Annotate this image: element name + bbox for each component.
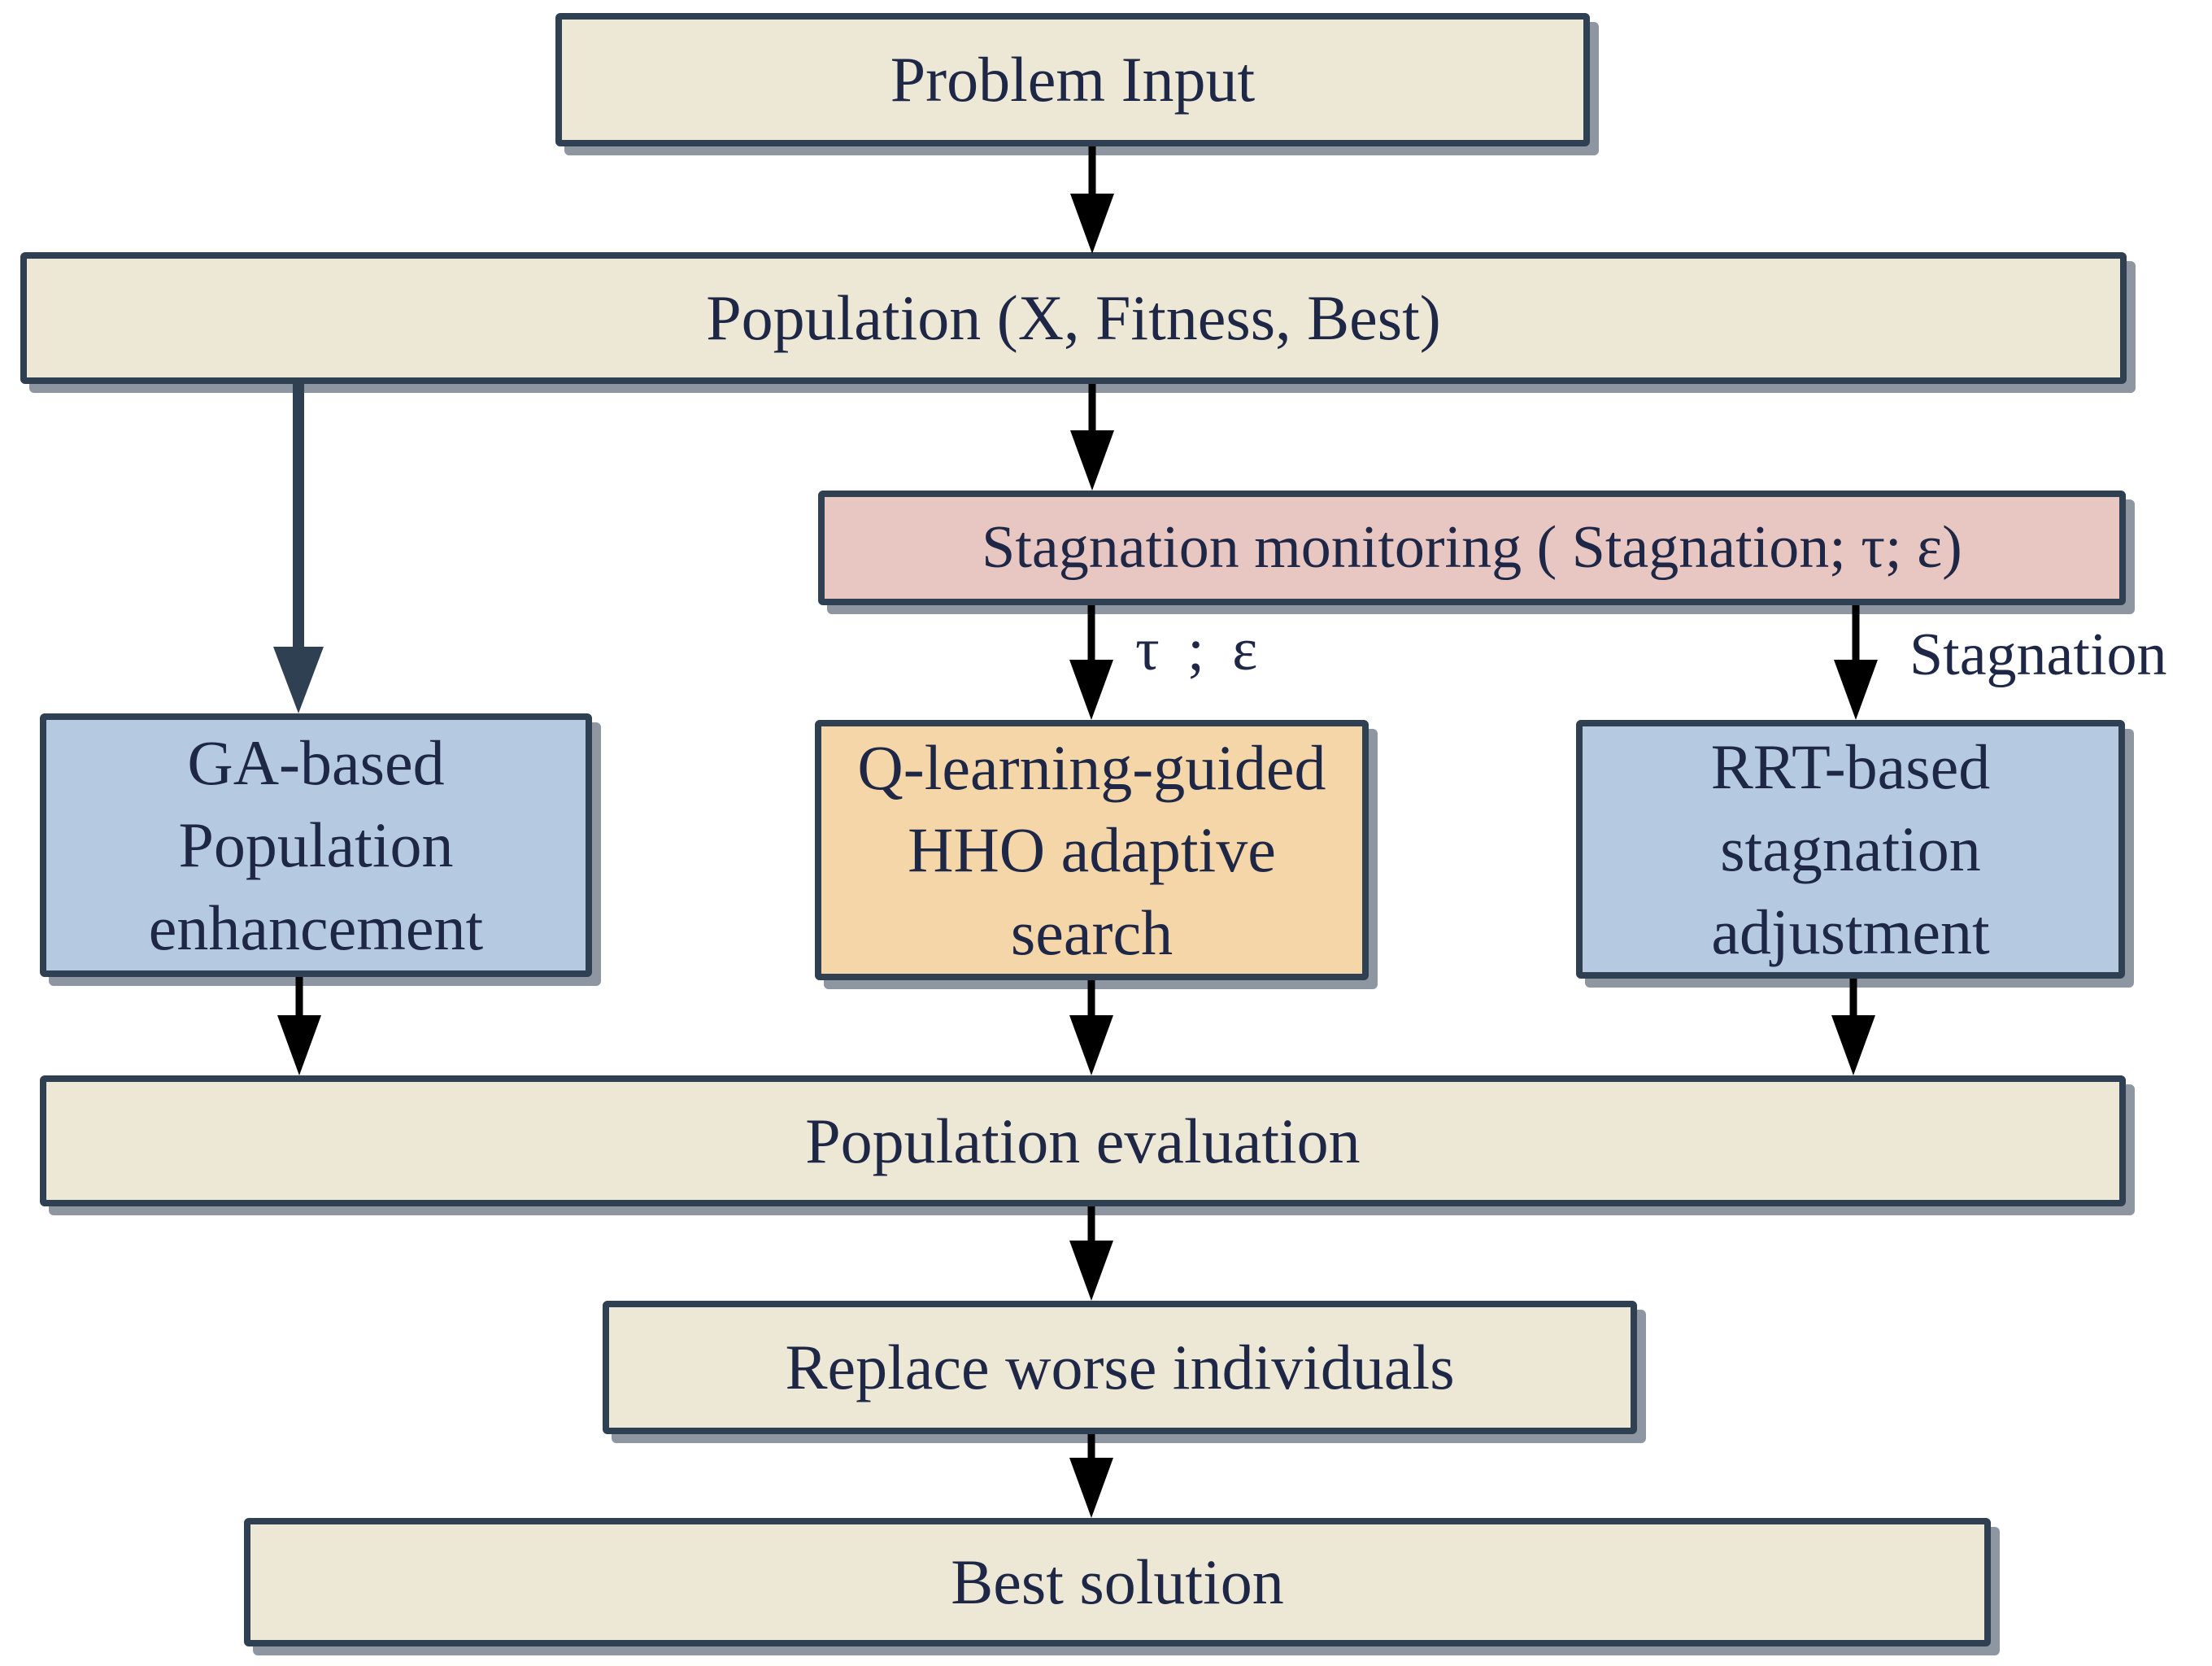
node-population-label: Population (X, Fitness, Best) xyxy=(706,282,1441,354)
arrow-rrt-to-popeval-head xyxy=(1831,1015,1875,1075)
node-ga-enhancement-label: GA-based Population enhancement xyxy=(148,726,484,963)
node-q-learning-hho-label: Q-learning-guided HHO adaptive search xyxy=(857,731,1326,968)
arrow-stagnation-to-qhho-head xyxy=(1069,660,1113,720)
node-ga-enhancement: GA-based Population enhancement xyxy=(40,713,592,977)
arrow-replace-to-best-head xyxy=(1069,1458,1113,1518)
node-population-evaluation: Population evaluation xyxy=(40,1075,2126,1206)
node-population-evaluation-label: Population evaluation xyxy=(805,1105,1361,1176)
node-best-solution: Best solution xyxy=(244,1518,1991,1646)
arrow-problem-to-population-head xyxy=(1070,194,1114,254)
node-replace-worse-label: Replace worse individuals xyxy=(785,1332,1455,1403)
node-stagnation-monitoring-label: Stagnation monitoring ( Stagnation; τ; ε… xyxy=(982,514,1962,582)
node-problem-input-label: Problem Input xyxy=(890,44,1256,116)
arrow-qhho-to-popeval-head xyxy=(1069,1015,1113,1075)
node-problem-input: Problem Input xyxy=(555,13,1590,146)
node-replace-worse: Replace worse individuals xyxy=(603,1301,1637,1434)
node-population: Population (X, Fitness, Best) xyxy=(20,252,2127,384)
edge-label-stagnation: Stagnation xyxy=(1909,621,2167,688)
node-rrt-adjustment-label: RRT-based stagnation adjustment xyxy=(1710,731,1991,967)
arrow-population-to-ga-head xyxy=(273,647,324,713)
node-rrt-adjustment: RRT-based stagnation adjustment xyxy=(1576,720,2125,979)
arrow-popeval-to-replace-head xyxy=(1069,1241,1113,1301)
edge-label-tau-epsilon: τ ; ε xyxy=(1135,617,1258,683)
node-stagnation-monitoring: Stagnation monitoring ( Stagnation; τ; ε… xyxy=(818,491,2126,605)
arrow-stagnation-to-rrt-head xyxy=(1834,660,1878,720)
node-best-solution-label: Best solution xyxy=(951,1546,1284,1618)
node-q-learning-hho: Q-learning-guided HHO adaptive search xyxy=(815,720,1369,980)
arrow-population-to-stagnation-head xyxy=(1070,430,1114,491)
arrow-ga-to-popeval-head xyxy=(277,1015,321,1075)
